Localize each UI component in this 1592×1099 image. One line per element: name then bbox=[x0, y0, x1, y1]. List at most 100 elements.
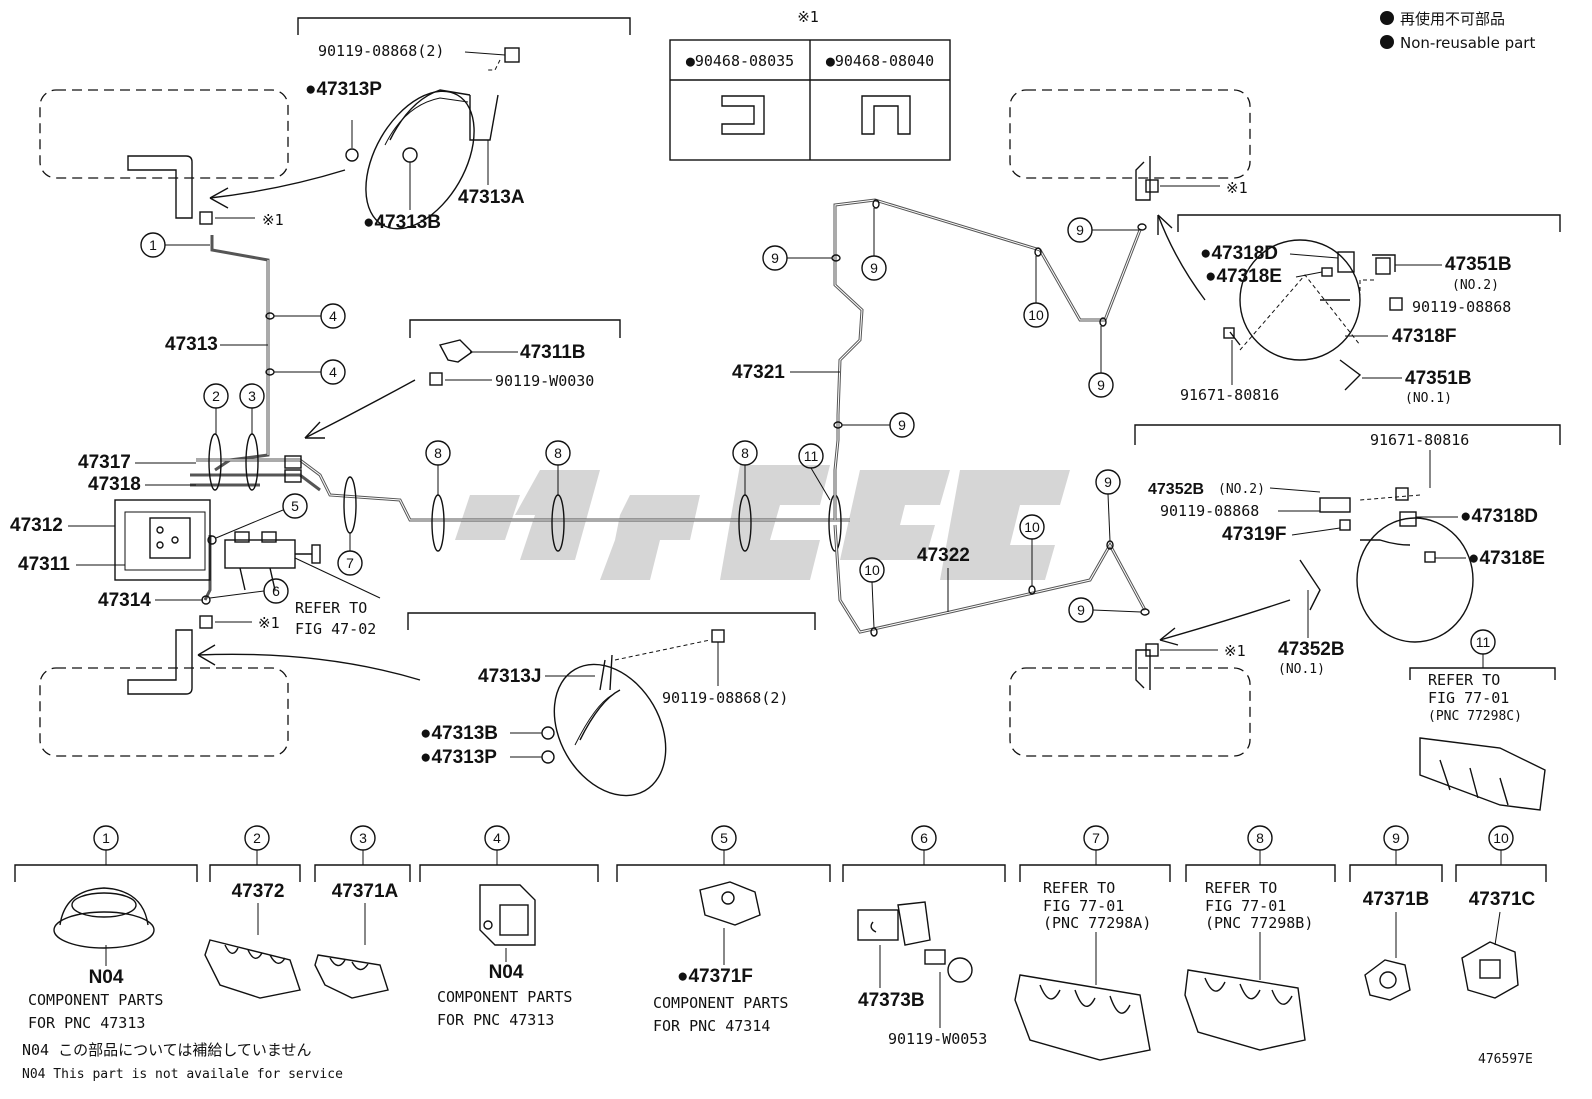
svg-text:11: 11 bbox=[1476, 634, 1491, 650]
clamp-icon bbox=[204, 939, 301, 999]
svg-text:7: 7 bbox=[1092, 830, 1100, 846]
front-right-wheel-outline bbox=[1009, 89, 1251, 179]
svg-text:10: 10 bbox=[1493, 830, 1509, 846]
legend-1-desc2: FOR PNC 47313 bbox=[28, 1014, 145, 1032]
shim-part-08040: ●90468-08040 bbox=[826, 52, 934, 70]
label-90119-08868-2-bottom: 90119-08868(2) bbox=[662, 689, 788, 707]
svg-text:5: 5 bbox=[291, 498, 299, 514]
svg-text:3: 3 bbox=[359, 830, 367, 846]
non-reusable-bullet-icon bbox=[1380, 35, 1394, 49]
label-47313: 47313 bbox=[165, 334, 218, 355]
arrows bbox=[197, 169, 1291, 681]
label-47313B: ●47313B bbox=[363, 212, 441, 233]
label-47313J: 47313J bbox=[478, 666, 541, 687]
wheel-outlines bbox=[39, 89, 1251, 757]
bolt-icon bbox=[504, 47, 520, 63]
rear-left-wheel-outline bbox=[39, 667, 289, 757]
legend-callout-5: 5 bbox=[711, 825, 737, 865]
hose-detail-top bbox=[345, 47, 520, 163]
label-47311: 47311 bbox=[18, 554, 70, 575]
callout-10: 10 bbox=[859, 557, 885, 629]
label-47313P: ●47313P bbox=[305, 79, 382, 100]
svg-text:4: 4 bbox=[329, 364, 337, 380]
clip-icon bbox=[479, 884, 536, 946]
legend-5-desc2: FOR PNC 47314 bbox=[653, 1017, 770, 1035]
clip-icon bbox=[1364, 959, 1411, 1001]
legend-10-part: 47371C bbox=[1469, 889, 1536, 910]
svg-text:1: 1 bbox=[149, 237, 157, 253]
svg-text:10: 10 bbox=[864, 562, 880, 578]
legend-7-desc2: (PNC 77298A) bbox=[1043, 914, 1151, 932]
legend-7-desc0: REFER TO bbox=[1043, 879, 1115, 897]
legend-3-part: 47371A bbox=[332, 881, 399, 902]
callout-4: 4 bbox=[274, 359, 346, 385]
label-47318E-bottom: ●47318E bbox=[1468, 548, 1545, 569]
label-47352B-no1: 47352B bbox=[1278, 639, 1345, 660]
label-47317: 47317 bbox=[78, 452, 131, 473]
label-90119-08868-right: 90119-08868 bbox=[1412, 298, 1511, 316]
bolt-icon bbox=[1395, 487, 1409, 501]
label-47351B-no2: 47351B bbox=[1445, 254, 1512, 275]
callout-9: 9 bbox=[1095, 469, 1121, 542]
svg-text:11: 11 bbox=[804, 448, 819, 464]
svg-text:6: 6 bbox=[272, 583, 280, 599]
label-91671-80816-b: 91671-80816 bbox=[1370, 431, 1469, 449]
detail-circles bbox=[365, 90, 1474, 797]
label-47314: 47314 bbox=[98, 590, 151, 611]
legend-4-desc1: COMPONENT PARTS bbox=[437, 988, 572, 1006]
callout-8: 8 bbox=[545, 440, 571, 495]
legend-jp: 再使用不可部品 bbox=[1400, 10, 1505, 28]
label-pnc-77298c: (PNC 77298C) bbox=[1428, 709, 1522, 724]
watermark bbox=[455, 465, 1070, 580]
callout-3: 3 bbox=[239, 383, 265, 434]
legend-callout-7: 7 bbox=[1083, 825, 1109, 865]
svg-text:2: 2 bbox=[253, 830, 261, 846]
marker-1: ※1 bbox=[262, 211, 284, 229]
legend-callout-8: 8 bbox=[1247, 825, 1273, 865]
legend-4-part: N04 bbox=[489, 962, 524, 983]
callout-1: 1 bbox=[140, 232, 210, 258]
part-labels: 90119-08868(2) ●47313P ●47313B 47313A 47… bbox=[10, 42, 1556, 768]
note-n04-jp: N04 この部品については補給していません bbox=[22, 1041, 311, 1059]
svg-text:9: 9 bbox=[898, 417, 906, 433]
clip-with-bolt-icon bbox=[857, 901, 973, 983]
legend-6-part: 47373B bbox=[858, 990, 925, 1011]
label-fig-77-01-c: FIG 77-01 bbox=[1428, 689, 1509, 707]
svg-text:4: 4 bbox=[493, 830, 501, 846]
callout-9: 9 bbox=[1088, 326, 1114, 398]
clamp-icon bbox=[1014, 974, 1151, 1061]
svg-text:3: 3 bbox=[248, 388, 256, 404]
non-reusable-bullet-icon bbox=[1380, 11, 1394, 25]
label-47313B-bottom: ●47313B bbox=[420, 723, 498, 744]
svg-text:1: 1 bbox=[102, 830, 110, 846]
legend-callout-10: 10 bbox=[1488, 825, 1514, 865]
legend-callout-1: 1 bbox=[93, 825, 119, 865]
marker-1: ※1 bbox=[258, 614, 280, 632]
label-47352B-no2: 47352B bbox=[1148, 481, 1204, 498]
label-47322: 47322 bbox=[917, 545, 970, 566]
svg-text:9: 9 bbox=[1076, 222, 1084, 238]
svg-text:9: 9 bbox=[1104, 474, 1112, 490]
svg-text:9: 9 bbox=[1077, 602, 1085, 618]
legend-8-desc0: REFER TO bbox=[1205, 879, 1277, 897]
line-clips bbox=[201, 312, 842, 605]
legend-callout-2: 2 bbox=[244, 825, 270, 865]
callout-4: 4 bbox=[274, 303, 346, 329]
rear-right-wheel-outline bbox=[1009, 667, 1251, 757]
svg-text:8: 8 bbox=[434, 445, 442, 461]
parts-legend-row: 1 2 3 4 5 6 7 8 9 10 N04 COMPONENT PARTS… bbox=[14, 825, 1547, 1082]
legend-8-desc2: (PNC 77298B) bbox=[1205, 914, 1313, 932]
callout-7: 7 bbox=[337, 533, 363, 576]
label-47311B: 47311B bbox=[520, 342, 586, 363]
diagram-id: 476597E bbox=[1478, 1052, 1533, 1067]
note-n04-en: N04 This part is not availale for servic… bbox=[22, 1067, 343, 1082]
svg-text:10: 10 bbox=[1028, 307, 1044, 323]
legend-en: Non-reusable part bbox=[1400, 34, 1535, 52]
label-47318D-bottom: ●47318D bbox=[1460, 506, 1538, 527]
legend-callout-6: 6 bbox=[911, 825, 937, 865]
svg-text:7: 7 bbox=[346, 555, 354, 571]
legend-callout-4: 4 bbox=[484, 825, 510, 865]
svg-text:5: 5 bbox=[720, 830, 728, 846]
callout-8: 8 bbox=[425, 440, 451, 495]
svg-text:9: 9 bbox=[1392, 830, 1400, 846]
